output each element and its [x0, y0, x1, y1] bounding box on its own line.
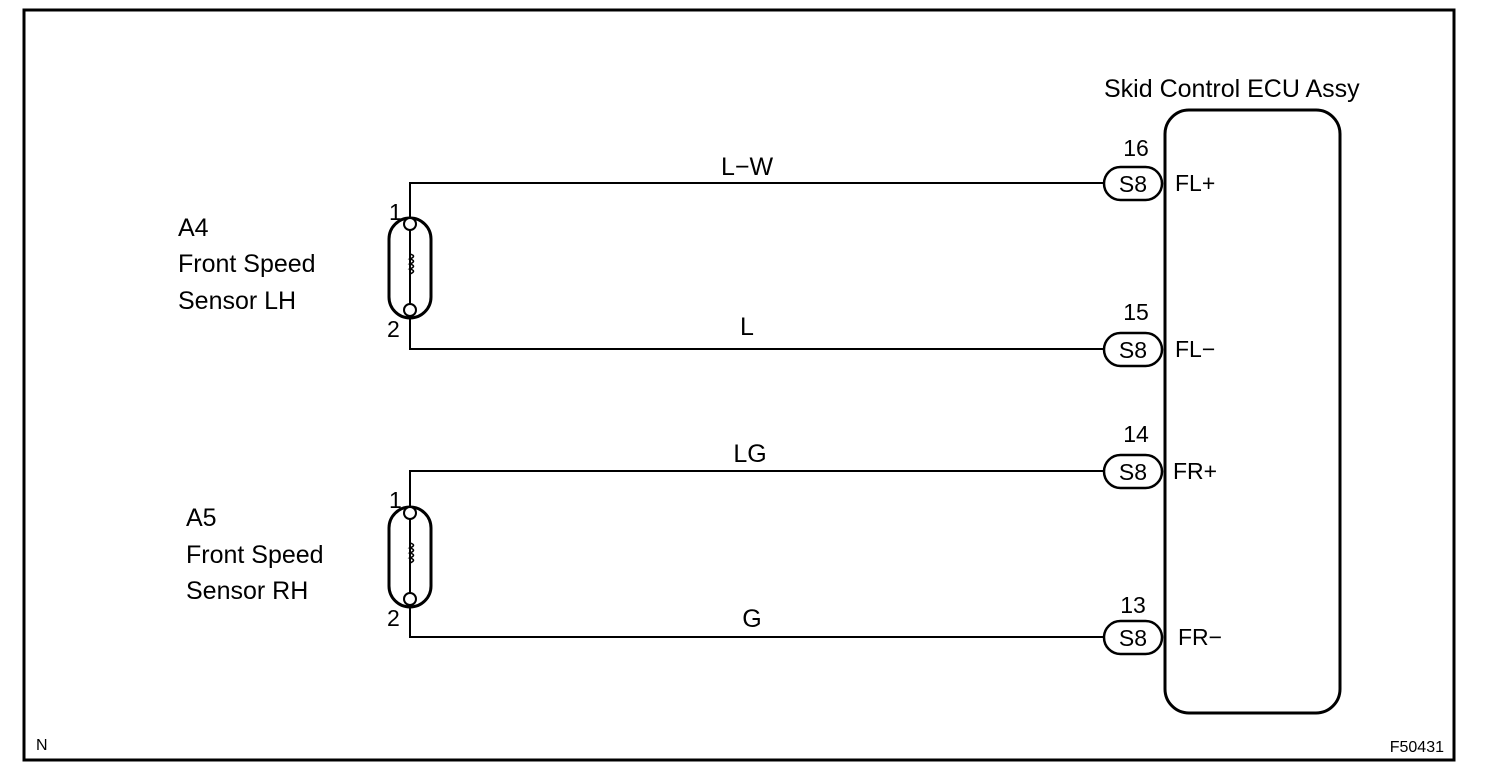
sensor-lh-name-line2: Sensor LH — [178, 287, 296, 315]
sensor-rh-pin2-terminal — [403, 592, 417, 606]
sensor-lh: A4 Front Speed Sensor LH 1 2 — [178, 199, 433, 342]
connector-code: S8 — [1119, 459, 1147, 485]
ecu-pin-number: 15 — [1123, 299, 1149, 325]
ecu-pin-number: 16 — [1123, 135, 1149, 161]
connector-code: S8 — [1119, 171, 1147, 197]
wire-fr-minus: G 13 S8 FR− — [409, 592, 1222, 656]
sensor-rh-name-line2: Sensor RH — [186, 577, 308, 605]
wire-line — [409, 605, 1104, 638]
wire-color-label: L−W — [721, 153, 774, 181]
sensor-rh: A5 Front Speed Sensor RH 1 2 — [186, 487, 433, 631]
connector-oval — [1102, 331, 1164, 368]
connector-oval — [1102, 453, 1164, 490]
connector-oval — [1102, 165, 1164, 202]
ecu-terminal-label: FR+ — [1173, 458, 1217, 484]
diagram-frame — [22, 8, 1456, 762]
sensor-lh-pin-top: 1 — [389, 199, 402, 225]
sensor-rh-pin1-terminal — [403, 506, 417, 520]
sensor-lh-pin2-terminal — [403, 303, 417, 317]
ecu-box — [1163, 108, 1342, 715]
sensor-rh-id: A5 — [186, 504, 217, 532]
sensor-rh-name-line1: Front Speed — [186, 541, 324, 569]
corner-label: N — [36, 737, 48, 754]
sensor-lh-pin-bottom: 2 — [387, 316, 400, 342]
ecu-terminal-label: FL+ — [1175, 170, 1215, 196]
wire-line — [409, 182, 1104, 218]
wire-line — [409, 316, 1104, 350]
wire-line — [409, 470, 1104, 507]
wire-color-label: LG — [733, 440, 766, 468]
coil-icon — [407, 253, 415, 275]
ecu-pin-number: 13 — [1120, 592, 1146, 618]
sensor-lh-pin1-terminal — [403, 217, 417, 231]
sensor-lh-id: A4 — [178, 214, 209, 242]
coil-icon — [407, 542, 415, 564]
wire-fl-minus: L 15 S8 FL− — [409, 299, 1215, 368]
sensor-rh-pin-top: 1 — [389, 487, 402, 513]
sensor-rh-pin-bottom: 2 — [387, 605, 400, 631]
ecu-title: Skid Control ECU Assy — [1104, 75, 1360, 103]
wire-color-label: G — [742, 605, 761, 633]
ecu-terminal-label: FL− — [1175, 336, 1215, 362]
ecu-pin-number: 14 — [1123, 421, 1149, 447]
connector-oval — [1102, 619, 1164, 656]
wire-fl-plus: L−W 16 S8 FL+ — [409, 135, 1215, 218]
ecu-terminal-label: FR− — [1178, 624, 1222, 650]
sensor-lh-name-line1: Front Speed — [178, 250, 316, 278]
figure-code: F50431 — [1390, 739, 1444, 756]
connector-code: S8 — [1119, 337, 1147, 363]
connector-code: S8 — [1119, 625, 1147, 651]
wire-fr-plus: LG 14 S8 FR+ — [409, 421, 1217, 507]
wire-color-label: L — [740, 313, 754, 341]
